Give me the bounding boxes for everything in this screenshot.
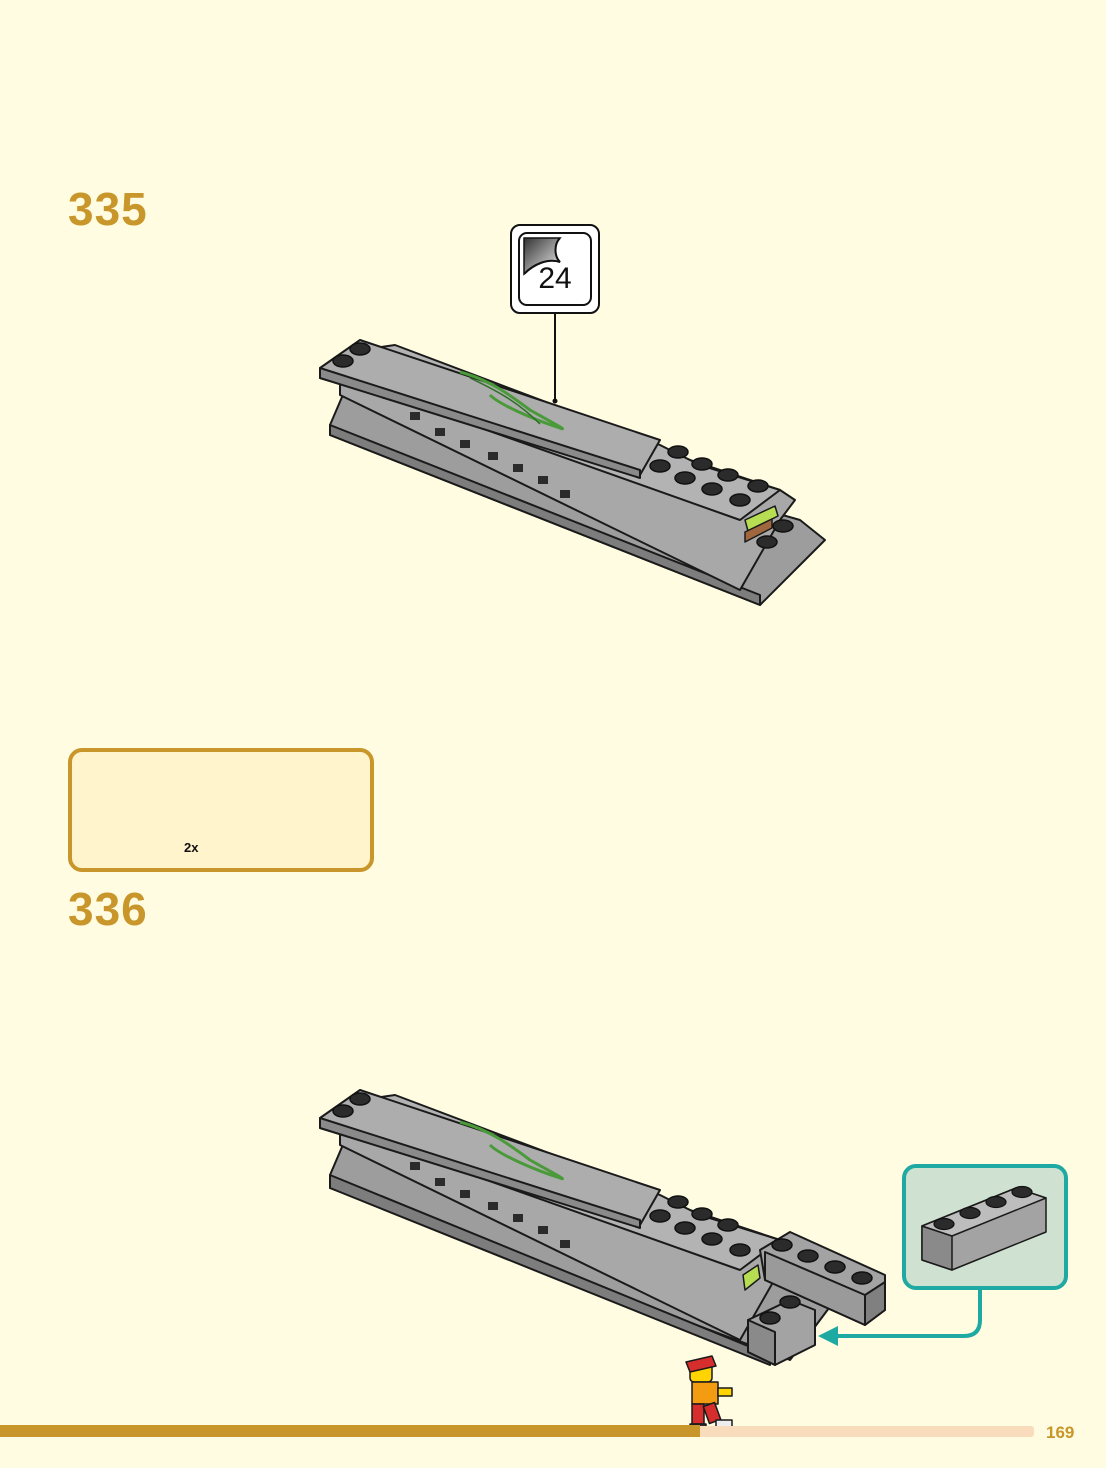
part-quantity: 2x <box>184 840 199 855</box>
subassembly-callout <box>902 1164 1068 1290</box>
model-step-336 <box>319 1089 886 1366</box>
sticker-callout: 24 <box>510 224 600 314</box>
placement-arrow <box>832 1290 982 1338</box>
parts-list-box: 2x <box>68 748 374 872</box>
brick-1x4-icon <box>921 1185 1047 1271</box>
sticker-peel-icon <box>523 237 562 276</box>
sticker-number: 24 <box>538 262 572 295</box>
model-step-335 <box>319 339 826 606</box>
page-number: 169 <box>1046 1423 1075 1442</box>
progress-bar-remaining <box>700 1426 1034 1437</box>
arrow-head-icon <box>818 1326 838 1346</box>
minifigure-mascot-icon <box>685 1355 733 1433</box>
step-number: 336 <box>68 883 148 935</box>
step-number: 335 <box>68 183 148 235</box>
progress-bar-complete <box>0 1425 700 1437</box>
sticker-icon: 24 <box>518 232 592 306</box>
